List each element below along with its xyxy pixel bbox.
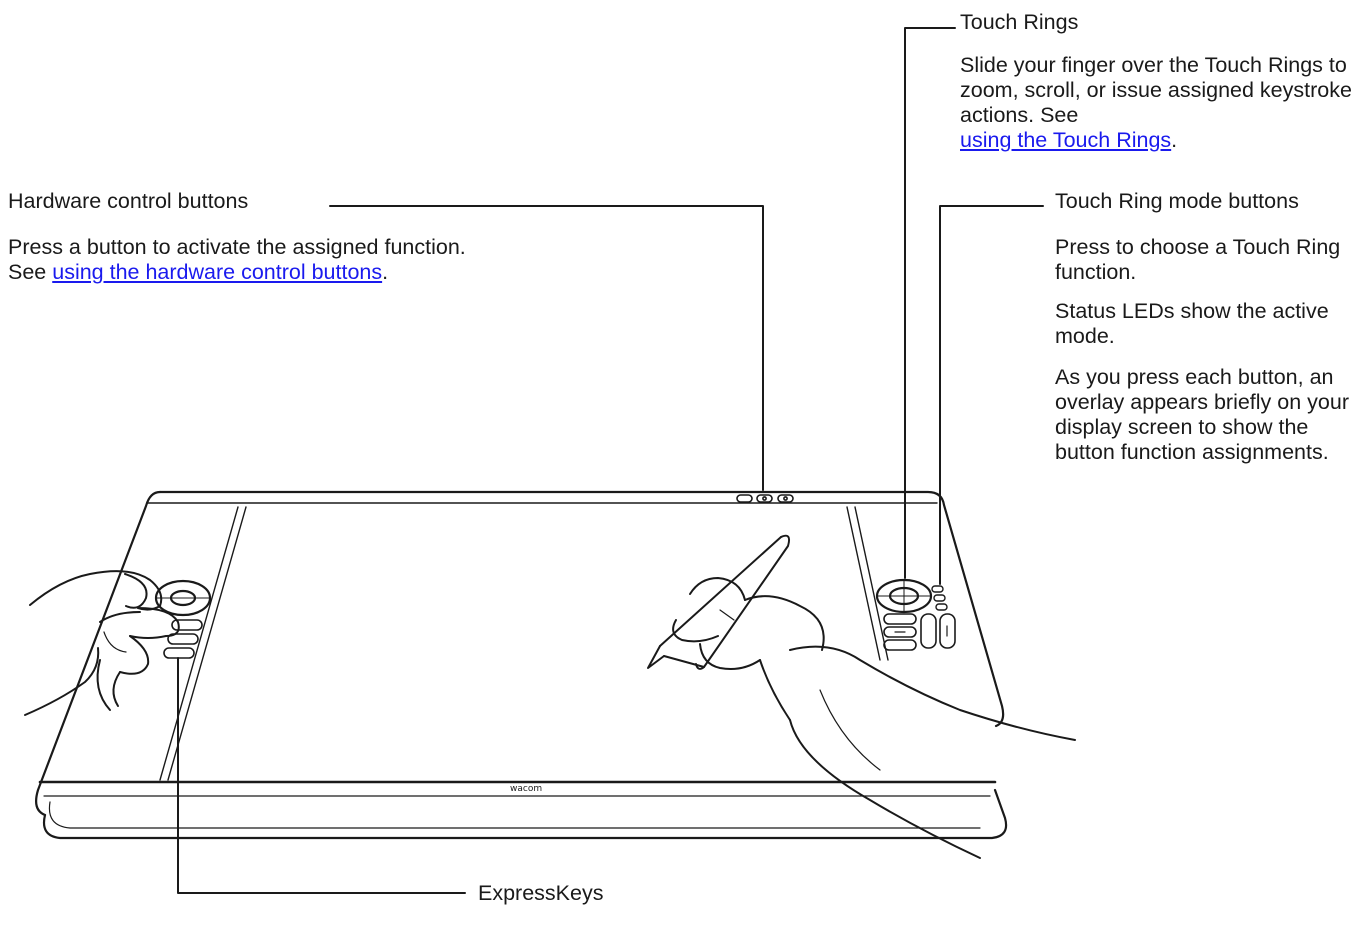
- active-area: [160, 507, 888, 780]
- leader-expresskeys: [178, 658, 465, 893]
- mode-buttons-overlay: As you press each button, an overlay app…: [1055, 365, 1369, 465]
- touch-rings-link[interactable]: using the Touch Rings: [960, 128, 1171, 152]
- hardware-control-buttons: [737, 495, 793, 502]
- leader-mode-buttons: [940, 206, 1043, 584]
- mode-buttons-press: Press to choose a Touch Ring function.: [1055, 235, 1365, 285]
- left-touch-ring: [156, 581, 210, 615]
- hardware-buttons-see: See using the hardware control buttons.: [8, 260, 388, 285]
- right-hand-with-pen: [648, 536, 1075, 858]
- touch-rings-desc: Slide your finger over the Touch Rings t…: [960, 53, 1360, 153]
- right-expresskeys: [884, 614, 955, 650]
- right-mode-buttons: [932, 586, 947, 610]
- expresskeys-title: ExpressKeys: [478, 881, 603, 906]
- touch-rings-title: Touch Rings: [960, 10, 1078, 35]
- mode-buttons-leds: Status LEDs show the active mode.: [1055, 299, 1365, 349]
- mode-buttons-title: Touch Ring mode buttons: [1055, 189, 1299, 214]
- right-touch-ring: [877, 580, 931, 612]
- leader-lines: [178, 28, 1043, 893]
- left-hand: [25, 571, 179, 715]
- hardware-buttons-link[interactable]: using the hardware control buttons: [52, 260, 382, 284]
- hardware-buttons-title: Hardware control buttons: [8, 189, 248, 214]
- wacom-logo: wacom: [510, 784, 542, 794]
- hardware-buttons-desc: Press a button to activate the assigned …: [8, 235, 466, 260]
- leader-touch-rings: [905, 28, 955, 578]
